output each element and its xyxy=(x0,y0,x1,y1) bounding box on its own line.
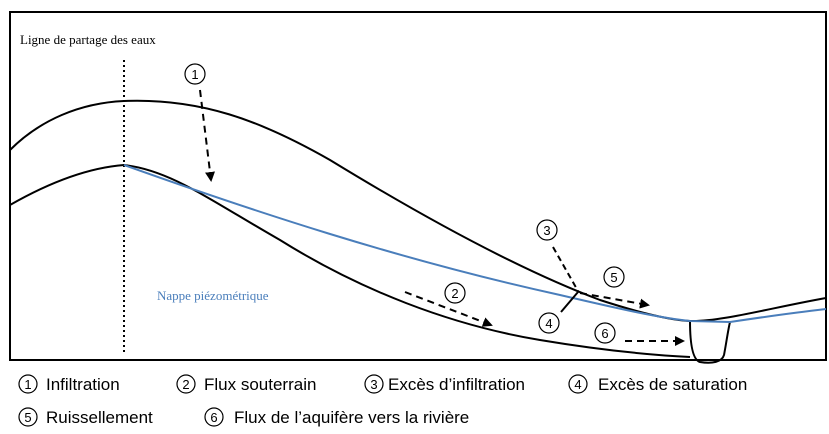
legend-item-1: 1 Infiltration xyxy=(18,374,120,394)
svg-text:Excès d’infiltration: Excès d’infiltration xyxy=(388,375,525,394)
svg-text:3: 3 xyxy=(370,377,377,392)
svg-text:Excès de saturation: Excès de saturation xyxy=(598,375,747,394)
ground-surface-line xyxy=(9,99,827,323)
legend-item-3: 3 Excès d’infiltration xyxy=(364,374,525,394)
legend-item-2: 2 Flux souterrain xyxy=(176,374,316,394)
svg-text:3: 3 xyxy=(543,223,550,238)
marker-2: 2 xyxy=(444,282,466,304)
marker-6: 6 xyxy=(594,322,616,344)
svg-text:4: 4 xyxy=(574,377,581,392)
svg-text:Flux souterrain: Flux souterrain xyxy=(204,375,316,394)
marker-4: 4 xyxy=(538,312,560,334)
svg-text:6: 6 xyxy=(210,410,217,425)
diagram-frame xyxy=(9,11,827,361)
infiltration-excess-line xyxy=(552,246,579,292)
marker-1: 1 xyxy=(184,63,206,85)
svg-text:1: 1 xyxy=(24,377,31,392)
svg-text:1: 1 xyxy=(191,67,198,82)
svg-text:5: 5 xyxy=(610,270,617,285)
svg-text:Flux de l’aquifère vers la riv: Flux de l’aquifère vers la rivière xyxy=(234,408,469,427)
legend-item-6: 6 Flux de l’aquifère vers la rivière xyxy=(204,407,469,427)
svg-text:Infiltration: Infiltration xyxy=(46,375,120,394)
marker-5: 5 xyxy=(603,266,625,288)
water-table-label: Nappe piézométrique xyxy=(157,288,269,303)
svg-text:2: 2 xyxy=(451,286,458,301)
marker-3: 3 xyxy=(536,219,558,241)
svg-text:5: 5 xyxy=(24,410,31,425)
svg-text:6: 6 xyxy=(601,326,608,341)
divide-label: Ligne de partage des eaux xyxy=(20,32,156,47)
aquifer-boundary-line xyxy=(9,163,691,358)
infiltration-arrow xyxy=(199,89,215,182)
legend-item-5: 5 Ruissellement xyxy=(18,407,153,427)
legend-item-4: 4 Excès de saturation xyxy=(568,374,747,394)
svg-text:4: 4 xyxy=(545,316,552,331)
svg-text:Ruissellement: Ruissellement xyxy=(46,408,153,427)
saturation-excess-line xyxy=(560,291,579,313)
runoff-arrow xyxy=(579,292,650,309)
svg-text:2: 2 xyxy=(182,377,189,392)
water-table-line xyxy=(123,164,827,324)
groundwater-flow-arrow xyxy=(404,291,493,327)
river-channel xyxy=(689,320,731,364)
